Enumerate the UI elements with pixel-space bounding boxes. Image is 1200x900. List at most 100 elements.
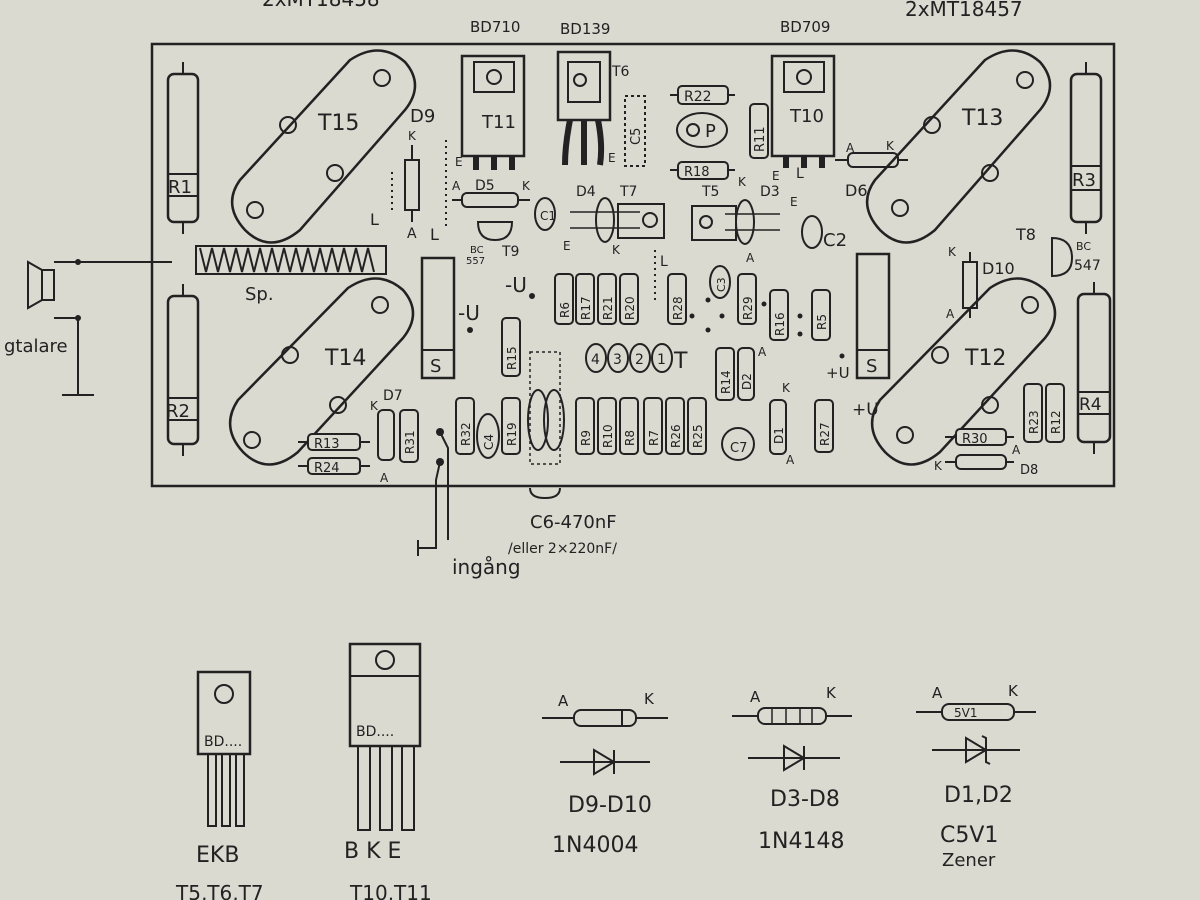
svg-text:T10: T10: [789, 106, 824, 127]
resistor-r3: R3: [1069, 62, 1103, 234]
svg-text:K: K: [522, 179, 531, 193]
svg-text:+U: +U: [852, 400, 879, 420]
svg-text:C5V1: C5V1: [940, 823, 998, 848]
svg-text:T11: T11: [481, 112, 516, 133]
diode-d5: D5 A K: [452, 178, 531, 208]
fuse-right: S +U +U: [826, 252, 891, 420]
resistor-r12: R12: [1045, 383, 1065, 443]
resistor-r14: R14: [715, 347, 735, 401]
resistor-r24: R24: [298, 457, 370, 476]
c6-label: C6-470nF: [530, 512, 617, 533]
solder-pads: [689, 297, 845, 359]
svg-text:K: K: [1008, 682, 1019, 700]
resistor-r13: R13: [298, 433, 370, 452]
diode-d4: D4 E K: [563, 184, 640, 257]
svg-text:C1: C1: [540, 209, 556, 223]
svg-text:E: E: [772, 169, 780, 183]
svg-text:E: E: [790, 195, 798, 209]
svg-text:S: S: [430, 356, 441, 377]
svg-text:R18: R18: [684, 165, 710, 180]
legend-diode-1n4148: A K D3-D8 1N4148: [732, 684, 852, 854]
resistor-r23: R23: [1023, 383, 1043, 443]
resistor-r30: R30: [945, 428, 1014, 447]
svg-text:Sp.: Sp.: [245, 284, 274, 305]
svg-text:K: K: [612, 243, 621, 257]
svg-text:BC: BC: [470, 245, 484, 256]
transistor-t8: T8 BC 547: [1015, 225, 1101, 278]
svg-text:D7: D7: [383, 388, 403, 404]
svg-text:R16: R16: [773, 312, 787, 336]
speaker-label: gtalare: [4, 336, 68, 357]
svg-text:R15: R15: [505, 346, 519, 370]
svg-text:R10: R10: [601, 424, 615, 448]
svg-text:L: L: [796, 166, 804, 182]
trimmer-p: P: [676, 112, 728, 148]
resistor-r19: R19: [501, 397, 521, 455]
transistor-t12: T12: [871, 277, 1057, 466]
part-bd709-label: BD709: [780, 18, 830, 36]
input-label: ingång: [452, 555, 521, 579]
svg-text:L: L: [370, 210, 379, 229]
svg-text:L: L: [660, 254, 668, 270]
loudspeaker: gtalare: [4, 259, 172, 396]
svg-text:R3: R3: [1072, 170, 1096, 191]
svg-text:R12: R12: [1049, 410, 1063, 434]
diode-d2: D2 A: [737, 345, 767, 401]
svg-text:A: A: [946, 307, 955, 321]
svg-text:EKB: EKB: [196, 843, 239, 868]
svg-text:T5,T6,T7: T5,T6,T7: [175, 881, 264, 900]
svg-text:D9-D10: D9-D10: [568, 793, 652, 818]
resistor-r31: R31: [399, 409, 419, 463]
svg-text:R28: R28: [671, 296, 685, 320]
svg-text:D8: D8: [1020, 463, 1038, 478]
svg-text:K: K: [782, 381, 791, 395]
svg-text:4: 4: [591, 352, 600, 368]
svg-text:R1: R1: [168, 177, 192, 198]
svg-text:D9: D9: [410, 106, 435, 127]
svg-text:R25: R25: [691, 424, 705, 448]
svg-text:S: S: [866, 356, 877, 377]
svg-text:R29: R29: [741, 296, 755, 320]
svg-text:B K E: B K E: [344, 839, 401, 864]
svg-text:T8: T8: [1015, 225, 1036, 244]
resistor-r18: R18: [670, 161, 735, 180]
svg-text:A: A: [1012, 443, 1021, 457]
svg-text:R11: R11: [753, 126, 768, 152]
svg-text:A: A: [380, 471, 389, 485]
minus-u-label: -U: [505, 273, 527, 297]
svg-text:1N4004: 1N4004: [552, 833, 638, 858]
svg-text:T10,T11: T10,T11: [349, 881, 432, 900]
pcb-outline: [150, 42, 1116, 488]
diode-d1: K D1 A: [769, 381, 795, 467]
diode-d8: K A D8: [934, 443, 1038, 478]
svg-text:K: K: [738, 175, 747, 189]
svg-text:R31: R31: [403, 430, 417, 454]
svg-text:T12: T12: [964, 346, 1006, 371]
svg-text:R19: R19: [505, 422, 519, 446]
svg-text:T14: T14: [324, 346, 366, 371]
svg-text:R6: R6: [558, 302, 572, 318]
svg-text:D3: D3: [760, 184, 780, 200]
capacitor-c4: C4: [476, 413, 500, 459]
svg-text:5V1: 5V1: [954, 706, 977, 720]
diode-d3: D3 K E A: [725, 175, 798, 265]
svg-text:L: L: [430, 225, 439, 244]
svg-text:R23: R23: [1027, 410, 1041, 434]
resistor-r29: R29: [737, 273, 757, 325]
resistor-r4: R4: [1076, 282, 1112, 454]
transistor-t14: T14: [229, 277, 415, 466]
diode-d7: D7 K A: [370, 388, 403, 485]
svg-text:C5: C5: [629, 128, 644, 145]
capacitor-c1: C1: [534, 197, 556, 231]
svg-text:A: A: [932, 684, 943, 702]
svg-text:D2: D2: [740, 373, 754, 390]
transistor-t6: T6 E: [556, 50, 630, 166]
capacitor-c3: C3: [709, 265, 731, 299]
svg-text:A: A: [746, 251, 755, 265]
svg-text:D6: D6: [845, 181, 868, 200]
svg-text:A: A: [558, 692, 569, 710]
transistor-t10: T10 E L: [770, 54, 836, 183]
top-left-code: 2xMT18458: [262, 0, 380, 11]
svg-text:R22: R22: [684, 89, 712, 105]
fuse-left: S -U: [420, 256, 480, 380]
